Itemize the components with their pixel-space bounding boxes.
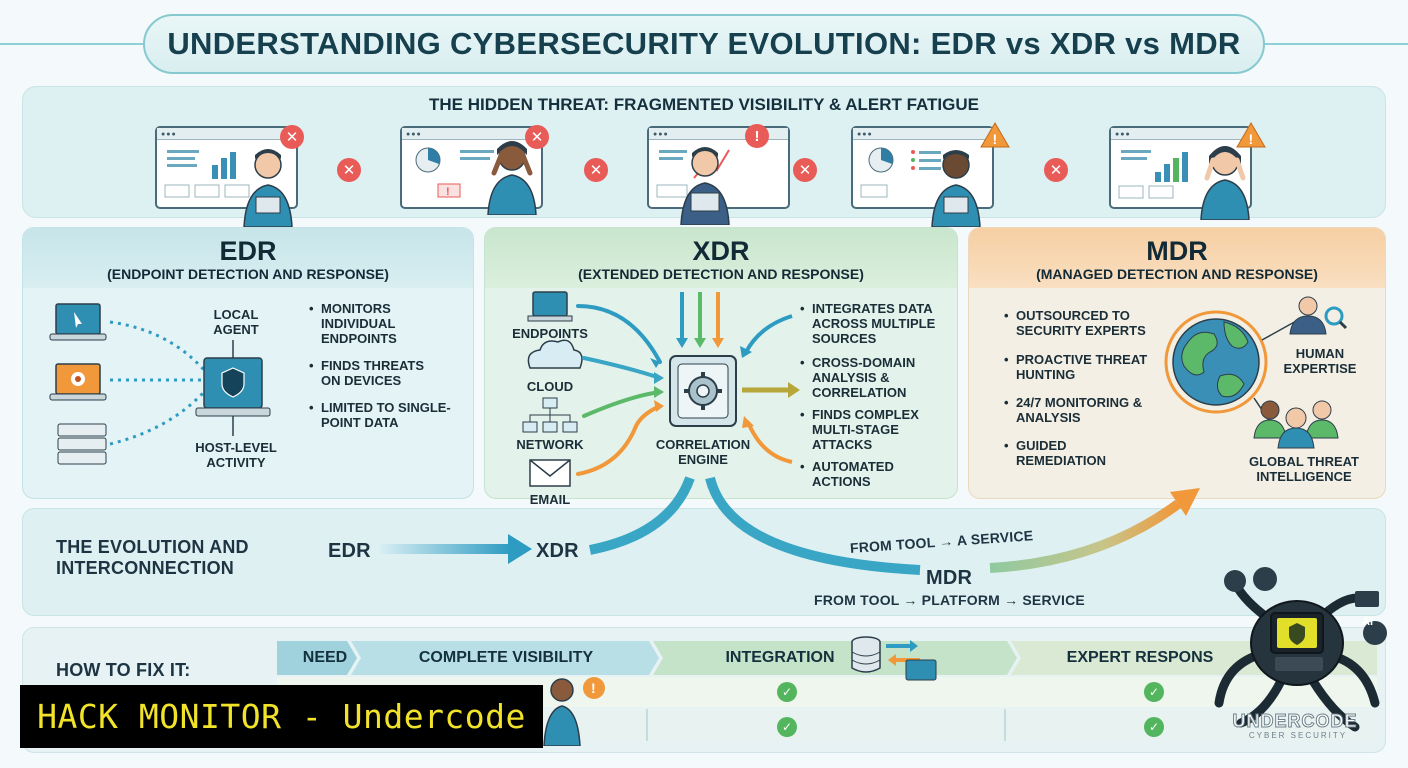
separator-x-icon: ✕ xyxy=(337,158,361,182)
xdr-subtitle: (EXTENDED DETECTION AND RESPONSE) xyxy=(578,266,864,282)
edr-bullet: LIMITED TO SINGLE-POINT DATA xyxy=(309,400,461,430)
xdr-bullet: AUTOMATED ACTIONS xyxy=(800,459,952,489)
correlation-engine-label: CORRELATION ENGINE xyxy=(655,437,751,467)
hack-monitor-banner: HACK MONITOR - Undercode xyxy=(20,685,543,748)
separator-x-icon: ✕ xyxy=(1044,158,1068,182)
xdr-bullet: CROSS-DOMAIN ANALYSIS & CORRELATION xyxy=(800,355,952,400)
stressed-analyst-icon xyxy=(487,141,537,215)
fix-expert: EXPERT RESPONS xyxy=(1066,649,1214,666)
warning-icon: ! xyxy=(1236,122,1266,148)
database-sync-icon xyxy=(851,636,937,681)
evolution-edr: EDR xyxy=(328,540,371,562)
edr-subtitle: (ENDPOINT DETECTION AND RESPONSE) xyxy=(107,266,389,282)
evolution-xdr: XDR xyxy=(536,540,579,562)
page-title: UNDERSTANDING CYBERSECURITY EVOLUTION: E… xyxy=(143,14,1265,74)
xdr-diagram xyxy=(522,291,800,487)
human-expertise-label: HUMAN EXPERTISE xyxy=(1283,346,1357,376)
analyst-icon xyxy=(931,150,981,227)
check-icon: ✓ xyxy=(1144,682,1164,702)
svg-text:!: ! xyxy=(1249,131,1254,147)
dashboard-monitor: ●●● xyxy=(155,126,298,209)
check-icon: ✓ xyxy=(777,717,797,737)
logo-ai-label: AI xyxy=(1362,616,1373,628)
evolution-tool-platform: FROM TOOL → PLATFORM → SERVICE xyxy=(814,592,1085,608)
fix-integration: INTEGRATION xyxy=(725,649,835,666)
dashboard-monitor: ●●● xyxy=(851,126,994,209)
undercode-logo-icon xyxy=(1214,567,1387,732)
evolution-panel xyxy=(22,508,1386,616)
mdr-title: MDR xyxy=(1146,236,1208,266)
edr-header xyxy=(23,228,473,288)
xdr-source-label: EMAIL xyxy=(529,492,571,507)
mdr-bullet: GUIDED REMEDIATION xyxy=(1004,438,1156,468)
title-line-left xyxy=(0,43,145,45)
alert-x-icon: ✕ xyxy=(280,125,304,149)
mdr-diagram xyxy=(1164,296,1348,449)
global-intel-label: GLOBAL THREAT INTELLIGENCE xyxy=(1248,454,1359,484)
evolution-mdr: MDR xyxy=(926,567,973,589)
mdr-bullet: 24/7 MONITORING & ANALYSIS xyxy=(1004,395,1156,425)
fix-visibility: COMPLETE VISIBILITY xyxy=(418,649,594,666)
svg-text:!: ! xyxy=(993,131,998,147)
edr-diagram xyxy=(49,303,271,465)
check-icon: ✓ xyxy=(1144,717,1164,737)
xdr-title: XDR xyxy=(692,236,750,266)
mdr-bullet: OUTSOURCED TO SECURITY EXPERTS xyxy=(1004,308,1156,338)
logo-brand: UNDERCODE xyxy=(1232,711,1358,732)
svg-text:!: ! xyxy=(446,186,450,198)
mdr-header xyxy=(969,228,1385,288)
mdr-subtitle: (MANAGED DETECTION AND RESPONSE) xyxy=(1036,266,1318,282)
edr-local-agent-label: LOCAL AGENT xyxy=(213,307,259,337)
evolution-title: THE EVOLUTION AND INTERCONNECTION xyxy=(56,537,249,578)
title-line-right xyxy=(1263,43,1408,45)
xdr-source-label: CLOUD xyxy=(526,379,574,394)
analyst-alert-icon: ! xyxy=(543,677,605,746)
xdr-bullet: INTEGRATES DATA ACROSS MULTIPLE SOURCES xyxy=(800,301,952,346)
xdr-source-label: ENDPOINTS xyxy=(512,326,588,341)
check-icon: ✓ xyxy=(777,682,797,702)
analyst-icon xyxy=(680,147,730,225)
separator-x-icon: ✕ xyxy=(793,158,817,182)
analyst-icon xyxy=(243,149,293,227)
fix-title: HOW TO FIX IT: xyxy=(56,660,191,680)
alert-x-icon: ✕ xyxy=(525,125,549,149)
warning-icon: ! xyxy=(980,122,1010,148)
xdr-header xyxy=(485,228,957,288)
fix-need: NEED xyxy=(302,649,348,666)
svg-text:!: ! xyxy=(591,680,596,696)
xdr-source-label: NETWORK xyxy=(516,437,584,452)
evolution-arrows xyxy=(380,476,1200,575)
edr-bullet: MONITORS INDIVIDUAL ENDPOINTS xyxy=(309,301,441,346)
stressed-analyst-icon xyxy=(1200,146,1250,220)
threat-title: THE HIDDEN THREAT: FRAGMENTED VISIBILITY… xyxy=(429,95,979,114)
logo-sub: CYBER SECURITY xyxy=(1248,731,1348,740)
separator-x-icon: ✕ xyxy=(584,158,608,182)
mdr-bullet: PROACTIVE THREAT HUNTING xyxy=(1004,352,1156,382)
xdr-bullet: FINDS COMPLEX MULTI-STAGE ATTACKS xyxy=(800,407,952,452)
edr-title: EDR xyxy=(219,236,277,266)
edr-bullet: FINDS THREATS ON DEVICES xyxy=(309,358,441,388)
edr-host-label: HOST-LEVEL ACTIVITY xyxy=(195,440,277,470)
alert-exclamation-icon: ! xyxy=(745,124,769,148)
